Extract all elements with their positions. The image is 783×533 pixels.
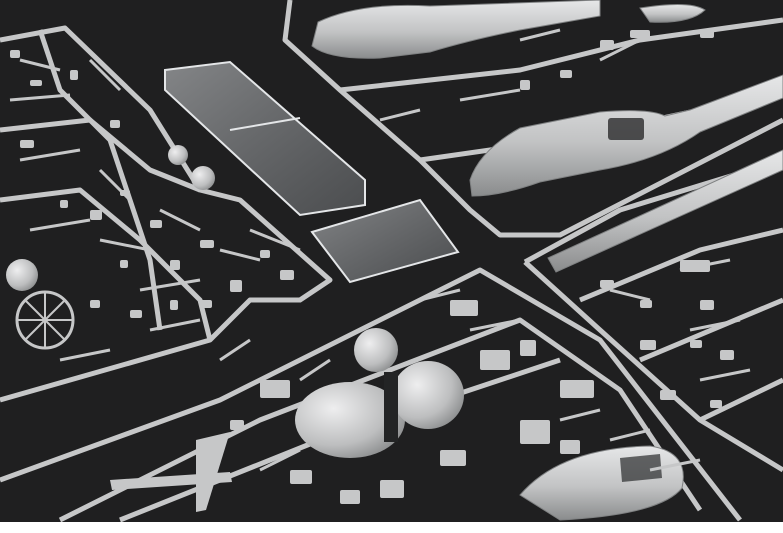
fuselage-half-lower bbox=[469, 74, 783, 197]
sprue-frame-left-spine bbox=[37, 29, 163, 331]
small-part-37 bbox=[690, 340, 702, 348]
rotor-blade bbox=[547, 149, 783, 273]
sprue-gate-5 bbox=[98, 168, 132, 202]
small-part-3 bbox=[70, 70, 78, 80]
small-part-35 bbox=[700, 300, 714, 310]
small-part-39 bbox=[660, 390, 676, 400]
sprue-gate-16 bbox=[259, 448, 301, 472]
small-part-23 bbox=[340, 490, 360, 504]
small-part-16 bbox=[90, 300, 100, 308]
small-part-38 bbox=[720, 350, 734, 360]
sprue-frame-left-inner-2 bbox=[0, 187, 213, 341]
sprue-frame-left-inner bbox=[0, 117, 201, 193]
small-part-1 bbox=[10, 50, 20, 58]
small-part-24 bbox=[450, 300, 478, 316]
small-part-36 bbox=[640, 340, 656, 350]
sprue-frame-left bbox=[0, 25, 333, 403]
small-part-15 bbox=[120, 260, 128, 268]
clear-parts-sprue-large bbox=[164, 60, 366, 217]
propeller-part bbox=[110, 432, 232, 512]
small-part-33 bbox=[640, 300, 652, 308]
small-part-43 bbox=[700, 30, 714, 38]
small-part-21 bbox=[230, 420, 244, 430]
sprue-gate-3 bbox=[88, 58, 122, 92]
sprue-frame-right-inner-3 bbox=[698, 377, 783, 423]
small-part-45 bbox=[520, 80, 530, 90]
small-part-5 bbox=[20, 140, 34, 148]
small-part-12 bbox=[230, 280, 242, 292]
small-part-22 bbox=[290, 470, 312, 484]
sprue-gate-18 bbox=[469, 318, 521, 332]
small-part-2 bbox=[30, 80, 42, 86]
sprue-gate-27 bbox=[519, 28, 561, 42]
sprue-gate-24 bbox=[689, 318, 741, 332]
sprue-gates bbox=[9, 28, 751, 472]
small-part-31 bbox=[380, 480, 404, 498]
sprue-gate-26 bbox=[599, 38, 641, 62]
small-part-7 bbox=[90, 210, 102, 220]
small-part-25 bbox=[480, 350, 510, 370]
small-part-19 bbox=[200, 300, 212, 308]
small-part-6 bbox=[60, 200, 68, 208]
sprue-gate-9 bbox=[219, 248, 261, 262]
small-part-9 bbox=[150, 220, 162, 228]
fuselage-half-upper bbox=[311, 0, 706, 59]
small-part-27 bbox=[560, 380, 594, 398]
sprue-gate-25 bbox=[699, 368, 751, 382]
small-part-11 bbox=[200, 240, 214, 248]
small-part-30 bbox=[440, 450, 466, 466]
sprue-gate-23 bbox=[679, 258, 731, 272]
sprue-frame-bottom bbox=[0, 267, 742, 522]
small-part-26 bbox=[520, 340, 536, 356]
fan-part bbox=[15, 290, 75, 350]
small-part-42 bbox=[630, 30, 650, 38]
small-part-28 bbox=[520, 420, 550, 444]
sprue-gate-10 bbox=[249, 228, 301, 252]
sprue-frame-right-side bbox=[523, 260, 783, 473]
sprue-gate-12 bbox=[59, 348, 111, 362]
nose-cone bbox=[295, 328, 464, 458]
image-bottom-border bbox=[0, 522, 783, 533]
small-part-13 bbox=[260, 250, 270, 258]
sprue-gate-2 bbox=[9, 93, 71, 102]
sprue-gate-13 bbox=[149, 318, 201, 332]
engine-pod bbox=[519, 445, 684, 521]
sprue-gate-15 bbox=[299, 358, 331, 382]
small-part-32 bbox=[600, 280, 614, 288]
sprue-frame-top-right bbox=[282, 0, 783, 238]
small-part-10 bbox=[170, 260, 180, 270]
sprue-gate-11 bbox=[139, 278, 201, 292]
sprue-frame-right-inner bbox=[579, 227, 783, 303]
small-part-41 bbox=[600, 40, 614, 50]
sprue-gate-28 bbox=[459, 88, 521, 102]
small-part-29 bbox=[560, 440, 580, 454]
sprue-gate-20 bbox=[609, 428, 651, 442]
small-part-40 bbox=[710, 400, 722, 408]
small-part-44 bbox=[560, 70, 572, 78]
small-part-18 bbox=[170, 300, 178, 310]
sprue-gate-19 bbox=[559, 408, 601, 422]
sprue-gate-21 bbox=[649, 458, 701, 472]
sprue-gate-22 bbox=[609, 288, 651, 302]
sprue-gate-17 bbox=[419, 288, 461, 302]
sprue-gate-29 bbox=[379, 108, 421, 122]
sprue-gate-8 bbox=[159, 208, 201, 232]
sprue-gate-14 bbox=[219, 338, 251, 362]
sprue-gate-7 bbox=[99, 238, 151, 252]
dome-part bbox=[6, 145, 215, 291]
sprue-frame-right-inner-2 bbox=[639, 297, 783, 363]
small-part-14 bbox=[280, 270, 294, 280]
clear-parts-sprue-small bbox=[310, 198, 460, 284]
sprue-gate-6 bbox=[29, 218, 91, 232]
small-part-4 bbox=[110, 120, 120, 128]
small-part-17 bbox=[130, 310, 142, 318]
sprue-gate-4 bbox=[19, 148, 81, 162]
sprue-gate-1 bbox=[19, 58, 61, 72]
small-part-20 bbox=[260, 380, 290, 398]
